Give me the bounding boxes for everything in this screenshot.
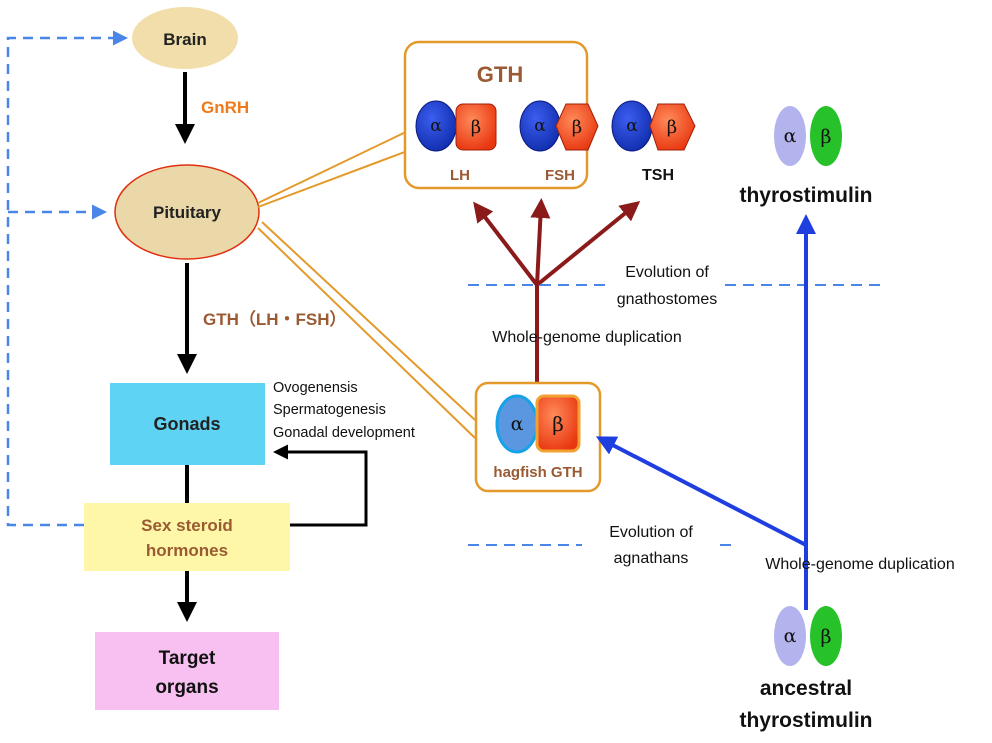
gonad-effect-ovogenesis: Ovogenensis xyxy=(273,380,358,396)
gnathostome-divergence-arrows xyxy=(473,198,641,382)
pituitary-label: Pituitary xyxy=(153,203,222,222)
ancestral-alpha-symbol: α xyxy=(784,625,797,647)
fsh-label: FSH xyxy=(545,167,575,184)
wgd-upper-label: Whole-genome duplication xyxy=(492,329,681,346)
sex-steroid-line1: Sex steroid xyxy=(141,516,233,535)
gnrh-label: GnRH xyxy=(201,98,249,117)
lh-alpha-symbol: α xyxy=(430,116,442,136)
tsh-alpha-symbol: α xyxy=(626,116,638,136)
target-line2: organs xyxy=(155,677,218,698)
ancestral-label-line1: ancestral xyxy=(760,677,852,700)
wgd-lower-label: Whole-genome duplication xyxy=(765,556,954,573)
ancestral-beta-symbol: β xyxy=(821,626,832,648)
pituitary-node xyxy=(114,164,260,260)
thyrostimulin-alpha-subunit xyxy=(774,106,806,166)
ancestral-label-line2: thyrostimulin xyxy=(739,709,872,732)
evolution-divider-lines xyxy=(468,284,880,546)
hagfish-alpha-symbol: α xyxy=(511,413,524,435)
gonad-effect-spermatogenesis: Spermatogenesis xyxy=(273,402,386,418)
gnathostome-evolution-line2: gnathostomes xyxy=(617,291,718,308)
agnathan-evolution-line1: Evolution of xyxy=(609,524,693,541)
sex-steroid-line2: hormones xyxy=(146,541,228,560)
hagfish-beta-symbol: β xyxy=(552,412,564,436)
lh-beta-subunit xyxy=(455,103,497,151)
gth-lh-fsh-label: GTH（LH・FSH） xyxy=(203,309,347,329)
target-line1: Target xyxy=(159,648,216,669)
pituitary-connector-lines xyxy=(257,129,476,439)
target-organs-box xyxy=(95,632,279,710)
thyrostimulin-molecule: α β xyxy=(774,106,842,166)
gonads-box xyxy=(110,383,265,465)
lh-label: LH xyxy=(450,167,470,184)
thyrostimulin-label: thyrostimulin xyxy=(739,184,872,207)
hagfish-gth-molecule: α β xyxy=(495,394,581,454)
sex-steroid-box xyxy=(84,503,290,571)
tsh-beta-subunit xyxy=(649,103,696,151)
brain-label: Brain xyxy=(163,30,206,49)
gnathostome-evolution-line1: Evolution of xyxy=(625,264,709,281)
tsh-label: TSH xyxy=(642,167,674,184)
fsh-beta-subunit xyxy=(555,103,599,151)
gonads-label: Gonads xyxy=(153,414,220,434)
lh-molecule: α β xyxy=(415,100,497,152)
tsh-molecule: α β xyxy=(611,100,696,152)
ancestral-alpha-subunit xyxy=(774,606,806,666)
gth-title: GTH xyxy=(477,62,523,87)
fsh-molecule: α β xyxy=(519,100,599,152)
hagfish-label: hagfish GTH xyxy=(493,464,582,481)
ancestral-thyrostimulin-molecule: α β xyxy=(774,606,842,666)
feedback-dashed-loop xyxy=(6,30,128,527)
thyrostimulin-alpha-symbol: α xyxy=(784,125,797,147)
ancestral-beta-subunit xyxy=(810,606,842,666)
thyrostimulin-beta-subunit xyxy=(810,106,842,166)
fsh-beta-symbol: β xyxy=(572,117,582,138)
steroid-feedback-arrow xyxy=(273,444,368,527)
fsh-alpha-symbol: α xyxy=(534,116,546,136)
agnathan-evolution-line2: agnathans xyxy=(614,550,689,567)
lh-beta-symbol: β xyxy=(471,117,481,138)
hagfish-beta-subunit xyxy=(535,394,581,453)
gonad-effect-development: Gonadal development xyxy=(273,425,415,441)
brain-node xyxy=(132,7,238,69)
tsh-beta-symbol: β xyxy=(667,117,677,138)
thyrostimulin-lineage-arrows xyxy=(595,214,816,610)
thyrostimulin-beta-symbol: β xyxy=(821,126,832,148)
